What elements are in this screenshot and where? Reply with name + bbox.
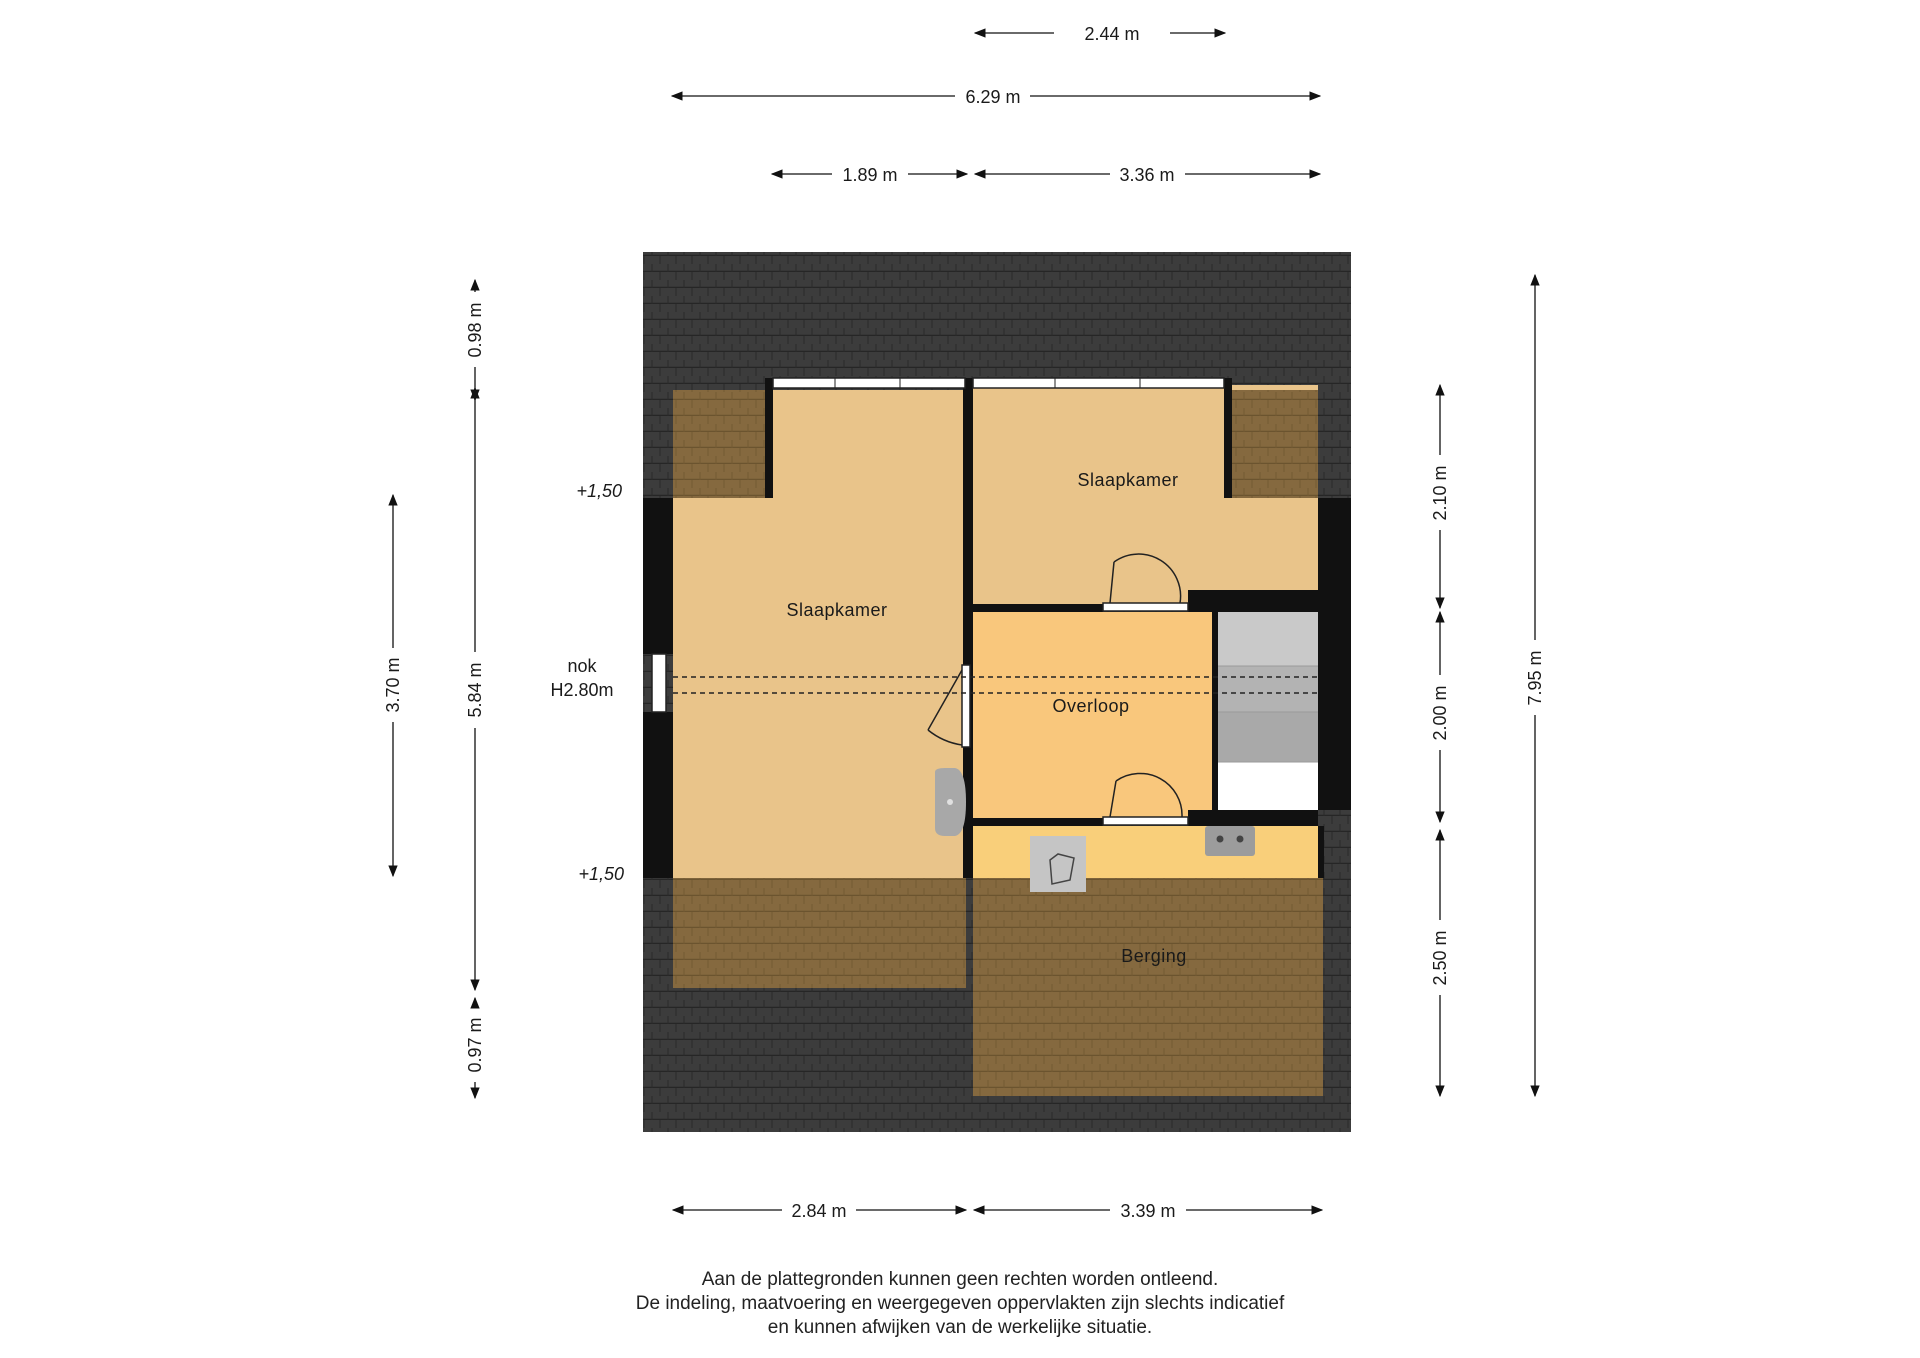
- dimension-label-right-2-50: 2.50 m: [1430, 930, 1450, 985]
- disclaimer-line-1: Aan de plattegronden kunnen geen rechten…: [701, 1269, 1219, 1290]
- sink-icon: [935, 768, 966, 836]
- window-top-right: [972, 377, 1225, 389]
- dimension-label-left-0-97: 0.97 m: [465, 1017, 485, 1072]
- room-label-slaapkamer-right: Slaapkamer: [1077, 470, 1178, 490]
- walls: [643, 378, 1351, 878]
- dimension-label-left-5-84: 5.84 m: [465, 662, 485, 717]
- door-slaapkamer-left[interactable]: [927, 664, 971, 748]
- room-label-slaapkamer-left: Slaapkamer: [786, 600, 887, 620]
- dimension-label-bottom-3-39: 3.39 m: [1120, 1201, 1175, 1221]
- dimension-label-right-7-95: 7.95 m: [1525, 650, 1545, 705]
- dimension-label-left-3-70: 3.70 m: [383, 657, 403, 712]
- ridge-height-label: H2.80m: [550, 680, 613, 700]
- dimension-label-right-2-10: 2.10 m: [1430, 465, 1450, 520]
- dimension-label-right-2-00: 2.00 m: [1430, 685, 1450, 740]
- disclaimer: Aan de plattegronden kunnen geen rechten…: [0, 1268, 1920, 1340]
- window-left-wall: [651, 653, 667, 713]
- room-label-berging: Berging: [1121, 946, 1187, 966]
- slope-top-right: [1227, 390, 1318, 498]
- boiler-icon: [1030, 836, 1086, 892]
- berging-floor: [973, 878, 1323, 1096]
- dimension-label-top-3-36: 3.36 m: [1119, 165, 1174, 185]
- dimension-label-bottom-2-84: 2.84 m: [791, 1201, 846, 1221]
- dimension-label-left-0-98: 0.98 m: [465, 302, 485, 357]
- slope-bottom-left: [673, 878, 966, 988]
- door-berging[interactable]: [1102, 772, 1189, 826]
- slope-top-left: [673, 390, 769, 498]
- level-label-bottom: +1,50: [578, 864, 624, 884]
- ridge-label: nok: [567, 656, 597, 676]
- landing-strip-floor: [973, 826, 1323, 878]
- window-top-left: [772, 377, 966, 389]
- overloop-floor: [973, 612, 1215, 822]
- room-label-overloop: Overloop: [1052, 696, 1129, 716]
- disclaimer-line-2: De indeling, maatvoering en weergegeven …: [635, 1293, 1285, 1314]
- disclaimer-line-3: en kunnen afwijken van de werkelijke sit…: [767, 1317, 1153, 1338]
- dimension-label-top-2-44: 2.44 m: [1084, 24, 1139, 44]
- dimension-label-top-6-29: 6.29 m: [965, 87, 1020, 107]
- door-slaapkamer-right[interactable]: [1102, 553, 1189, 612]
- dimension-label-top-1-89: 1.89 m: [842, 165, 897, 185]
- stair: [1215, 612, 1318, 810]
- level-label-top: +1,50: [576, 481, 622, 501]
- cooktop-icon: [1205, 826, 1255, 856]
